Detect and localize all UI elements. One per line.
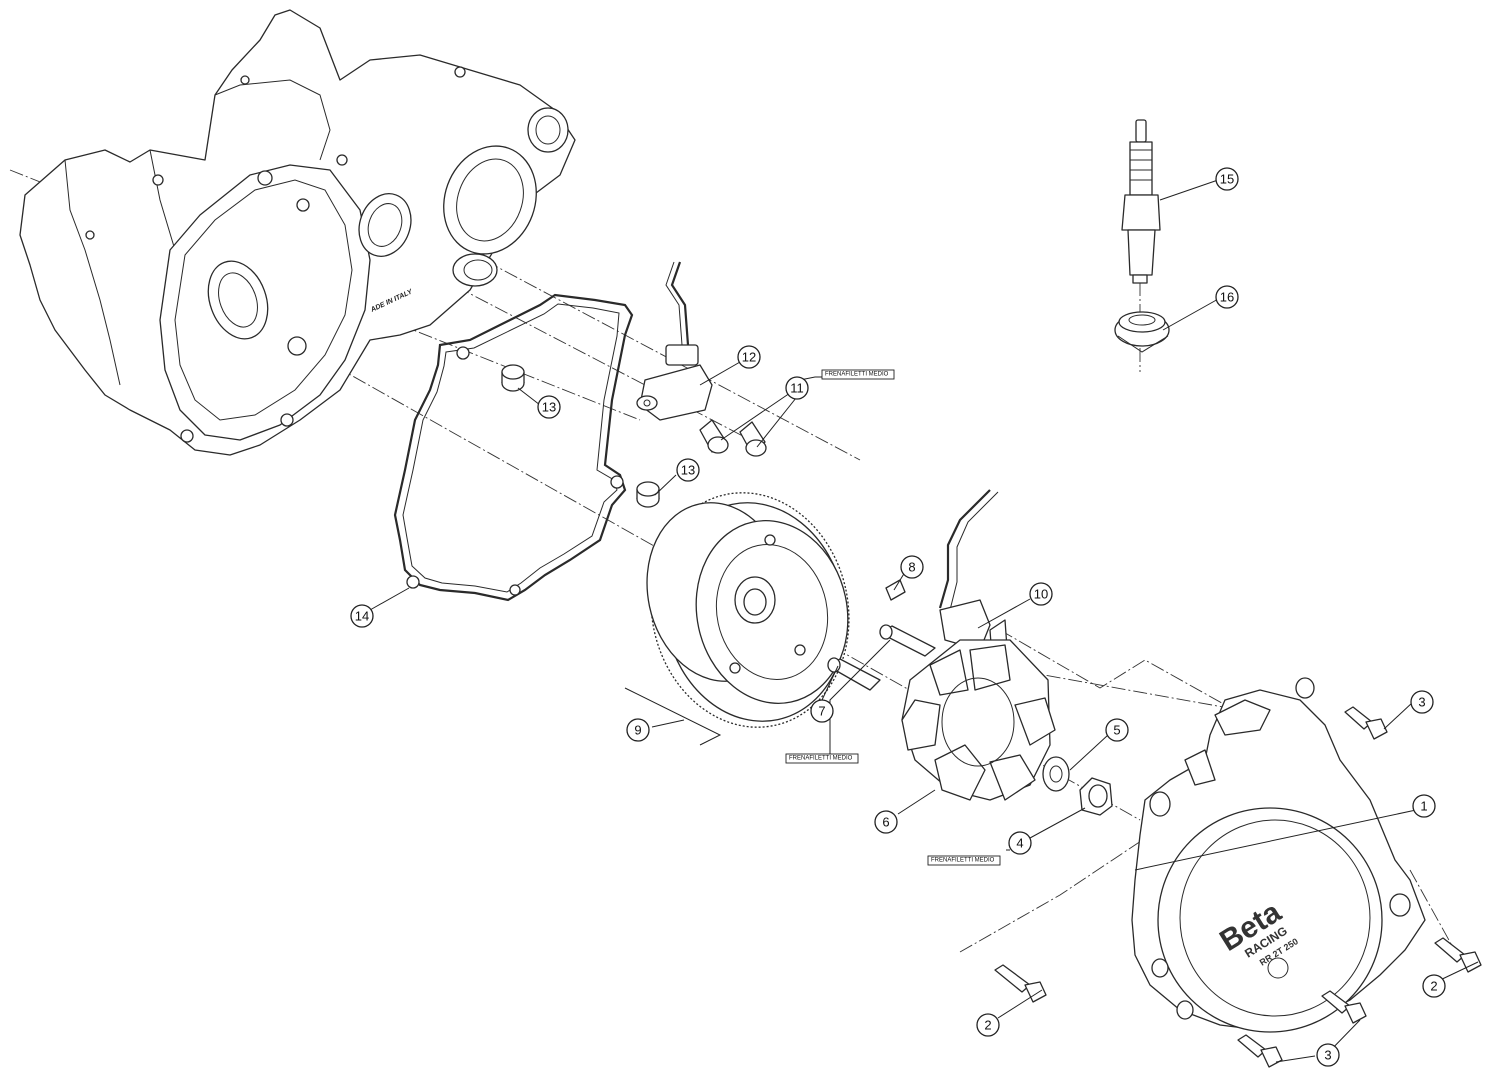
callout-13-lower: 13 — [676, 458, 700, 482]
svg-text:11: 11 — [790, 381, 804, 396]
bolt-3-middle — [1321, 990, 1367, 1024]
bolt-3-top — [1344, 706, 1388, 740]
callout-7: 7 — [810, 699, 834, 723]
dowel-pin-lower — [636, 481, 660, 508]
svg-text:2: 2 — [984, 1018, 991, 1033]
leader-lines — [369, 179, 1479, 1063]
spark-plug-washer — [1114, 311, 1170, 353]
flywheel-washer — [1042, 756, 1070, 792]
callout-15: 15 — [1215, 167, 1239, 191]
bolt-2-right — [1434, 937, 1482, 973]
svg-text:12: 12 — [742, 350, 756, 365]
bolt-2-left — [994, 964, 1047, 1003]
callout-3-bottom: 3 — [1316, 1043, 1340, 1067]
dowel-pin-upper — [501, 364, 525, 392]
svg-text:16: 16 — [1220, 290, 1234, 305]
cover-bolts — [994, 706, 1482, 1068]
svg-text:10: 10 — [1034, 587, 1048, 602]
callout-16: 16 — [1215, 285, 1239, 309]
callout-1: 1 — [1412, 794, 1436, 818]
woodruff-key — [885, 579, 906, 601]
flywheel-ring-gear — [646, 492, 850, 728]
note-thread-lock-2: FRENAFILETTI MEDIO — [785, 753, 859, 764]
callout-4: 4 — [1008, 831, 1032, 855]
svg-text:1: 1 — [1420, 799, 1427, 814]
spark-plug — [1121, 119, 1161, 284]
svg-text:13: 13 — [681, 463, 695, 478]
svg-text:4: 4 — [1016, 836, 1023, 851]
flywheel-nut — [1079, 777, 1113, 816]
note-thread-lock-1: FRENAFILETTI MEDIO — [821, 369, 895, 380]
callout-14: 14 — [350, 604, 374, 628]
callout-2-right: 2 — [1422, 974, 1446, 998]
callout-3-top: 3 — [1410, 690, 1434, 714]
svg-text:13: 13 — [542, 400, 556, 415]
svg-text:15: 15 — [1220, 172, 1234, 187]
callout-12: 12 — [737, 345, 761, 369]
svg-text:5: 5 — [1113, 723, 1120, 738]
crankcase: ADE IN ITALY — [19, 9, 576, 456]
ignition-cover: Beta RACING RR 2T 250 — [1131, 677, 1426, 1033]
callout-6: 6 — [874, 810, 898, 834]
callout-5: 5 — [1105, 718, 1129, 742]
svg-text:3: 3 — [1324, 1048, 1331, 1063]
svg-text:8: 8 — [908, 560, 915, 575]
callout-9: 9 — [626, 718, 650, 742]
pickup-sensor — [636, 261, 713, 421]
callout-11: 11 — [785, 376, 809, 400]
callout-2-left: 2 — [976, 1013, 1000, 1037]
callout-10: 10 — [1029, 582, 1053, 606]
svg-text:6: 6 — [882, 815, 889, 830]
cover-gasket — [393, 293, 634, 602]
svg-text:2: 2 — [1430, 979, 1437, 994]
note-thread-lock-3: FRENAFILETTI MEDIO — [927, 855, 1001, 866]
svg-text:3: 3 — [1418, 695, 1425, 710]
svg-text:FRENAFILETTI MEDIO: FRENAFILETTI MEDIO — [825, 372, 889, 378]
callout-13-upper: 13 — [537, 395, 561, 419]
stator-bolts — [827, 624, 936, 691]
bolt-3-bottom — [1237, 1034, 1283, 1068]
stator-assembly — [901, 489, 1056, 801]
svg-text:9: 9 — [634, 723, 641, 738]
svg-text:14: 14 — [355, 609, 369, 624]
callout-8: 8 — [900, 555, 924, 579]
svg-text:FRENAFILETTI MEDIO: FRENAFILETTI MEDIO — [789, 756, 853, 762]
sensor-screws — [699, 419, 767, 457]
svg-text:7: 7 — [818, 704, 825, 719]
svg-text:FRENAFILETTI MEDIO: FRENAFILETTI MEDIO — [931, 858, 995, 864]
